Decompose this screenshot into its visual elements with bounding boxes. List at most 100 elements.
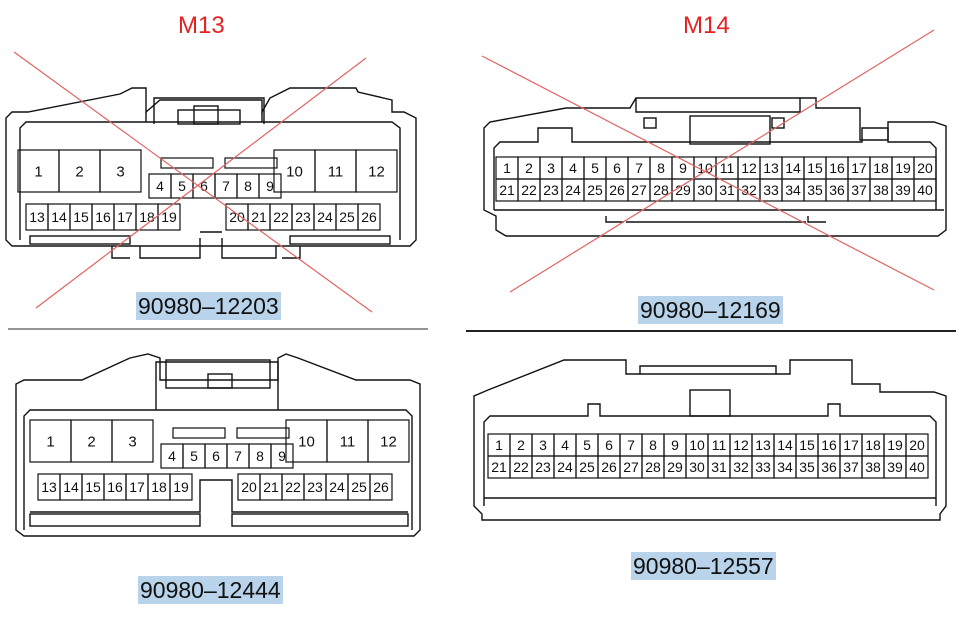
pin-label: 35 bbox=[799, 459, 815, 475]
pin-label: 8 bbox=[649, 437, 657, 453]
pin-label: 16 bbox=[107, 479, 123, 495]
pin-label: 12 bbox=[741, 160, 757, 176]
pin-label: 25 bbox=[351, 479, 367, 495]
pin-label: 4 bbox=[569, 160, 577, 176]
bottom-right-part-number: 90980–12557 bbox=[631, 552, 776, 580]
m13-title: M13 bbox=[178, 12, 225, 39]
pin-cell bbox=[157, 203, 181, 231]
pin-label: 15 bbox=[799, 437, 815, 453]
pin-cell bbox=[357, 203, 381, 231]
pin-cell bbox=[169, 473, 193, 501]
pin-cell bbox=[369, 473, 393, 501]
pin-label: 12 bbox=[368, 163, 385, 180]
pin-label: 18 bbox=[139, 209, 155, 225]
pin-label: 38 bbox=[865, 459, 881, 475]
pin-label: 1 bbox=[503, 160, 511, 176]
pin-label: 33 bbox=[763, 182, 779, 198]
pin-label: 23 bbox=[543, 182, 559, 198]
pin-cell bbox=[270, 443, 294, 469]
pin-label: 8 bbox=[244, 178, 252, 194]
pin-label: 25 bbox=[587, 182, 603, 198]
pin-label: 24 bbox=[557, 459, 573, 475]
pin-label: 20 bbox=[917, 160, 933, 176]
pin-label: 25 bbox=[339, 209, 355, 225]
pin-label: 33 bbox=[755, 459, 771, 475]
pin-label: 24 bbox=[317, 209, 333, 225]
pin-label: 26 bbox=[601, 459, 617, 475]
pin-label: 9 bbox=[278, 448, 286, 464]
key-slot bbox=[172, 427, 226, 439]
m14-part-number: 90980–12169 bbox=[638, 296, 783, 324]
pin-label: 32 bbox=[733, 459, 749, 475]
connector-m14-40pin bbox=[483, 97, 947, 237]
pin-label: 10 bbox=[298, 433, 315, 450]
pin-label: 21 bbox=[263, 479, 279, 495]
pin-label: 19 bbox=[161, 209, 177, 225]
pin-label: 13 bbox=[29, 209, 45, 225]
pin-label: 22 bbox=[521, 182, 537, 198]
pin-label: 36 bbox=[821, 459, 837, 475]
pin-label: 18 bbox=[873, 160, 889, 176]
pin-cell bbox=[355, 149, 398, 193]
pin-label: 20 bbox=[241, 479, 257, 495]
pin-label: 26 bbox=[361, 209, 377, 225]
pin-label: 25 bbox=[579, 459, 595, 475]
pin-label: 6 bbox=[613, 160, 621, 176]
pin-label: 22 bbox=[273, 209, 289, 225]
pin-label: 8 bbox=[256, 448, 264, 464]
pin-label: 19 bbox=[895, 160, 911, 176]
pin-label: 31 bbox=[719, 182, 735, 198]
pin-label: 12 bbox=[733, 437, 749, 453]
key-slot bbox=[160, 157, 214, 169]
pin-cell bbox=[367, 419, 410, 463]
pin-label: 5 bbox=[178, 178, 186, 194]
pin-label: 27 bbox=[623, 459, 639, 475]
pin-label: 3 bbox=[116, 163, 124, 180]
pin-cell bbox=[99, 149, 142, 193]
pin-label: 5 bbox=[190, 448, 198, 464]
pin-label: 10 bbox=[689, 437, 705, 453]
pin-label: 1 bbox=[34, 163, 42, 180]
pin-label: 3 bbox=[547, 160, 555, 176]
pin-label: 37 bbox=[843, 459, 859, 475]
pin-label: 39 bbox=[895, 182, 911, 198]
pin-label: 9 bbox=[266, 178, 274, 194]
pin-label: 31 bbox=[711, 459, 727, 475]
pin-label: 24 bbox=[329, 479, 345, 495]
pin-label: 16 bbox=[821, 437, 837, 453]
pin-label: 2 bbox=[517, 437, 525, 453]
m14-title: M14 bbox=[683, 12, 730, 39]
pin-label: 34 bbox=[785, 182, 801, 198]
pin-label: 30 bbox=[689, 459, 705, 475]
pin-label: 9 bbox=[679, 160, 687, 176]
pin-label: 14 bbox=[785, 160, 801, 176]
pin-label: 18 bbox=[151, 479, 167, 495]
cross-line-m14-a bbox=[481, 55, 935, 291]
pin-cell bbox=[905, 455, 929, 479]
pin-label: 22 bbox=[285, 479, 301, 495]
pin-label: 39 bbox=[887, 459, 903, 475]
pin-label: 37 bbox=[851, 182, 867, 198]
pin-label: 36 bbox=[829, 182, 845, 198]
pin-label: 38 bbox=[873, 182, 889, 198]
pin-label: 19 bbox=[173, 479, 189, 495]
pin-label: 4 bbox=[561, 437, 569, 453]
pin-label: 3 bbox=[128, 433, 136, 450]
connector-12557-40pin bbox=[473, 359, 947, 521]
pin-label: 32 bbox=[741, 182, 757, 198]
pin-label: 16 bbox=[95, 209, 111, 225]
pin-cell bbox=[111, 419, 154, 463]
pin-label: 5 bbox=[591, 160, 599, 176]
pin-label: 7 bbox=[234, 448, 242, 464]
pin-label: 23 bbox=[307, 479, 323, 495]
pin-label: 1 bbox=[495, 437, 503, 453]
pin-label: 17 bbox=[129, 479, 145, 495]
pin-label: 15 bbox=[73, 209, 89, 225]
pin-label: 17 bbox=[117, 209, 133, 225]
pin-label: 15 bbox=[85, 479, 101, 495]
pin-label: 7 bbox=[635, 160, 643, 176]
pin-label: 13 bbox=[763, 160, 779, 176]
pin-label: 2 bbox=[75, 163, 83, 180]
